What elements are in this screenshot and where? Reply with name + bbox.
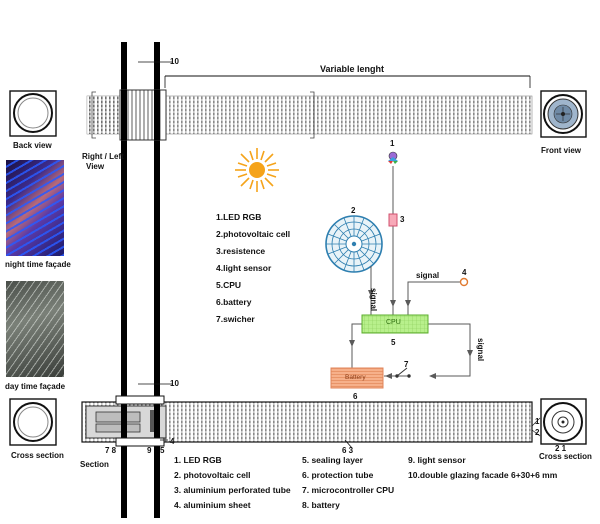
legend-column-3: 9. light sensor 10.double glazing facade… [408, 453, 557, 483]
day-facade-photo [6, 281, 64, 377]
variable-length-label: Variable lenght [320, 64, 385, 74]
component-num-3: 3 [400, 215, 405, 224]
component-list-item: 6.battery [216, 297, 252, 307]
legend-item: 1. LED RGB [174, 455, 222, 465]
circuit-wires [351, 166, 471, 377]
day-facade-label: day time façade [5, 382, 66, 391]
signal-label-sensor: signal [416, 271, 440, 280]
component-num-7: 7 [404, 360, 409, 369]
component-num-6: 6 [353, 392, 358, 401]
right-left-view-label-1: Right / Left [82, 152, 124, 161]
component-list-item: 5.CPU [216, 280, 242, 290]
legend-item: 8. battery [302, 500, 340, 510]
legend-item: 7. microcontroller CPU [302, 485, 395, 495]
component-list: 1.LED RGB 2.photovoltaic cell 3.resisten… [216, 209, 290, 328]
light-sensor-icon [459, 277, 469, 287]
led-rgb-icon [388, 151, 398, 164]
legend-item: 4. aluminium sheet [174, 500, 251, 510]
component-num-2: 2 [351, 206, 356, 215]
variable-length-dimension [164, 75, 531, 88]
component-list-item: 2.photovoltaic cell [216, 229, 291, 239]
night-facade-label: night time façade [5, 260, 71, 269]
cross-section-right-label: Cross section [539, 452, 592, 461]
cpu-text: CPU [386, 319, 401, 326]
top-tube [86, 89, 533, 141]
cross-section-left-drawing [9, 398, 57, 446]
signal-arrows [349, 290, 473, 379]
back-view-label: Back view [13, 141, 52, 150]
component-num-5: 5 [391, 338, 396, 347]
tube-num-63: 6 3 [342, 446, 354, 455]
side-num-1: 1 [535, 417, 540, 426]
legend-item: 2. photovoltaic cell [174, 470, 251, 480]
legend-column-2: 5. sealing layer 6. protection tube 7. m… [302, 453, 394, 513]
section-num-5: 5 [160, 446, 165, 455]
signal-label-battery: signal [476, 338, 485, 362]
label-10-top: 10 [170, 57, 179, 66]
cross-section-right-drawing [540, 398, 587, 445]
section-num-4: 4 [170, 437, 175, 446]
back-view-drawing [9, 90, 57, 137]
signal-label-pv: signal [369, 288, 378, 312]
legend-column-1: 1. LED RGB 2. photovoltaic cell 3. alumi… [174, 453, 291, 513]
resistor-icon [388, 213, 398, 227]
right-num-21: 2 1 [555, 444, 567, 453]
legend-item: 10.double glazing facade 6+30+6 mm [408, 470, 558, 480]
component-num-1: 1 [390, 139, 395, 148]
legend-item: 9. light sensor [408, 455, 466, 465]
component-list-item: 3.resistence [216, 246, 266, 256]
front-view-drawing [540, 90, 587, 138]
component-list-item: 1.LED RGB [216, 212, 262, 222]
double-glazing-facade [121, 42, 172, 518]
section-label: Section [80, 460, 109, 469]
night-facade-photo [6, 160, 64, 256]
label-10-bottom: 10 [170, 379, 179, 388]
side-num-2: 2 [535, 428, 540, 437]
component-list-item: 7.swicher [216, 314, 255, 324]
component-num-4: 4 [462, 268, 467, 277]
right-left-view-label-2: View [86, 162, 105, 171]
battery-block [330, 367, 384, 389]
legend-item: 5. sealing layer [302, 455, 363, 465]
cpu-block [361, 314, 429, 334]
legend-item: 3. aluminium perforated tube [174, 485, 291, 495]
legend-item: 6. protection tube [302, 470, 374, 480]
battery-text: Battery [345, 374, 366, 381]
switch-icon [395, 367, 411, 378]
section-num-78: 7 8 [105, 446, 117, 455]
front-view-label: Front view [541, 146, 582, 155]
sun-icon [235, 148, 279, 192]
component-list-item: 4.light sensor [216, 263, 272, 273]
photovoltaic-cell-icon [325, 215, 383, 273]
section-num-9: 9 [147, 446, 152, 455]
bottom-tube [81, 395, 541, 449]
cross-section-left-label: Cross section [11, 451, 64, 460]
